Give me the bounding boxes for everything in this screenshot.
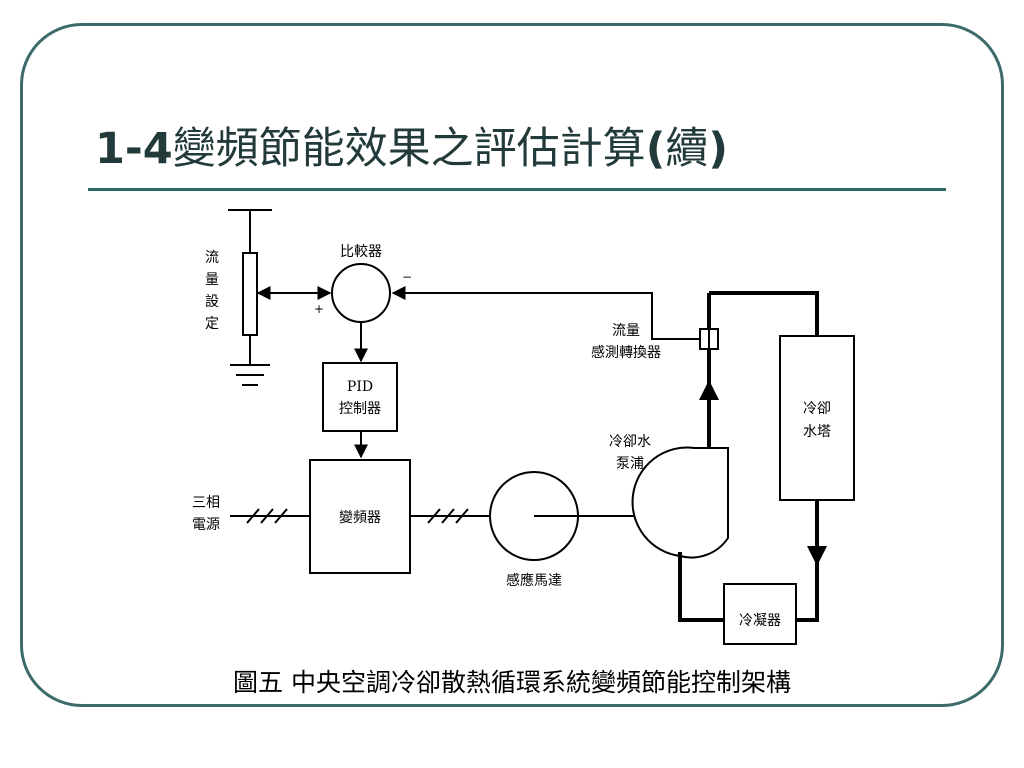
flow-setpoint-label: 流 量 設 定: [205, 250, 219, 332]
condenser-box: [723, 583, 797, 645]
pid-controller-box: [322, 362, 398, 432]
title-paren-close: ): [708, 124, 728, 174]
cooling-water-pump: [631, 446, 729, 559]
power-supply-label: 電源: [192, 517, 220, 533]
title-paren-text: 續: [665, 124, 709, 174]
plus-sign: +: [314, 302, 324, 316]
cooling-tower-label-line2: 水塔: [803, 424, 831, 440]
pump-label-line1: 冷卻水: [609, 434, 651, 450]
slide-frame: [20, 23, 1004, 707]
pump-label-line2: 泵浦: [616, 456, 644, 472]
cooling-tower-box: [779, 335, 855, 501]
inverter-to-motor-line: [410, 508, 490, 524]
setpoint-char: 設: [205, 294, 219, 310]
title-underline: [88, 188, 946, 191]
cooling-tower-label-line1: 冷卻: [803, 401, 831, 417]
three-phase-label: 三相: [192, 495, 220, 511]
setpoint-char: 定: [205, 316, 219, 332]
pid-label: PID: [347, 379, 373, 395]
setpoint-char: 量: [205, 272, 219, 288]
feedback-line: [391, 286, 700, 340]
pid-controller-label: 控制器: [339, 401, 381, 417]
comparator-label: 比較器: [340, 244, 382, 260]
minus-sign: −: [402, 270, 412, 284]
slide-title: 1-4變頻節能效果之評估計算(續): [95, 128, 728, 171]
setpoint-char: 流: [205, 250, 219, 266]
figure-caption: 圖五 中央空調冷卻散熱循環系統變頻節能控制架構: [233, 668, 791, 697]
inverter-label: 變頻器: [339, 510, 381, 526]
flow-setpoint-potentiometer: [228, 209, 272, 386]
sensor-label-line1: 流量: [612, 323, 640, 339]
comparator-circle: [331, 263, 391, 323]
sensor-label-line2: 感測轉換器: [591, 344, 661, 361]
supply-line: [230, 508, 310, 524]
condenser-label: 冷凝器: [739, 613, 781, 629]
title-paren-open: (: [645, 124, 666, 174]
title-prefix: 1-4: [95, 124, 173, 174]
induction-motor-label: 感應馬達: [506, 572, 562, 589]
title-main: 變頻節能效果之評估計算: [172, 124, 646, 174]
